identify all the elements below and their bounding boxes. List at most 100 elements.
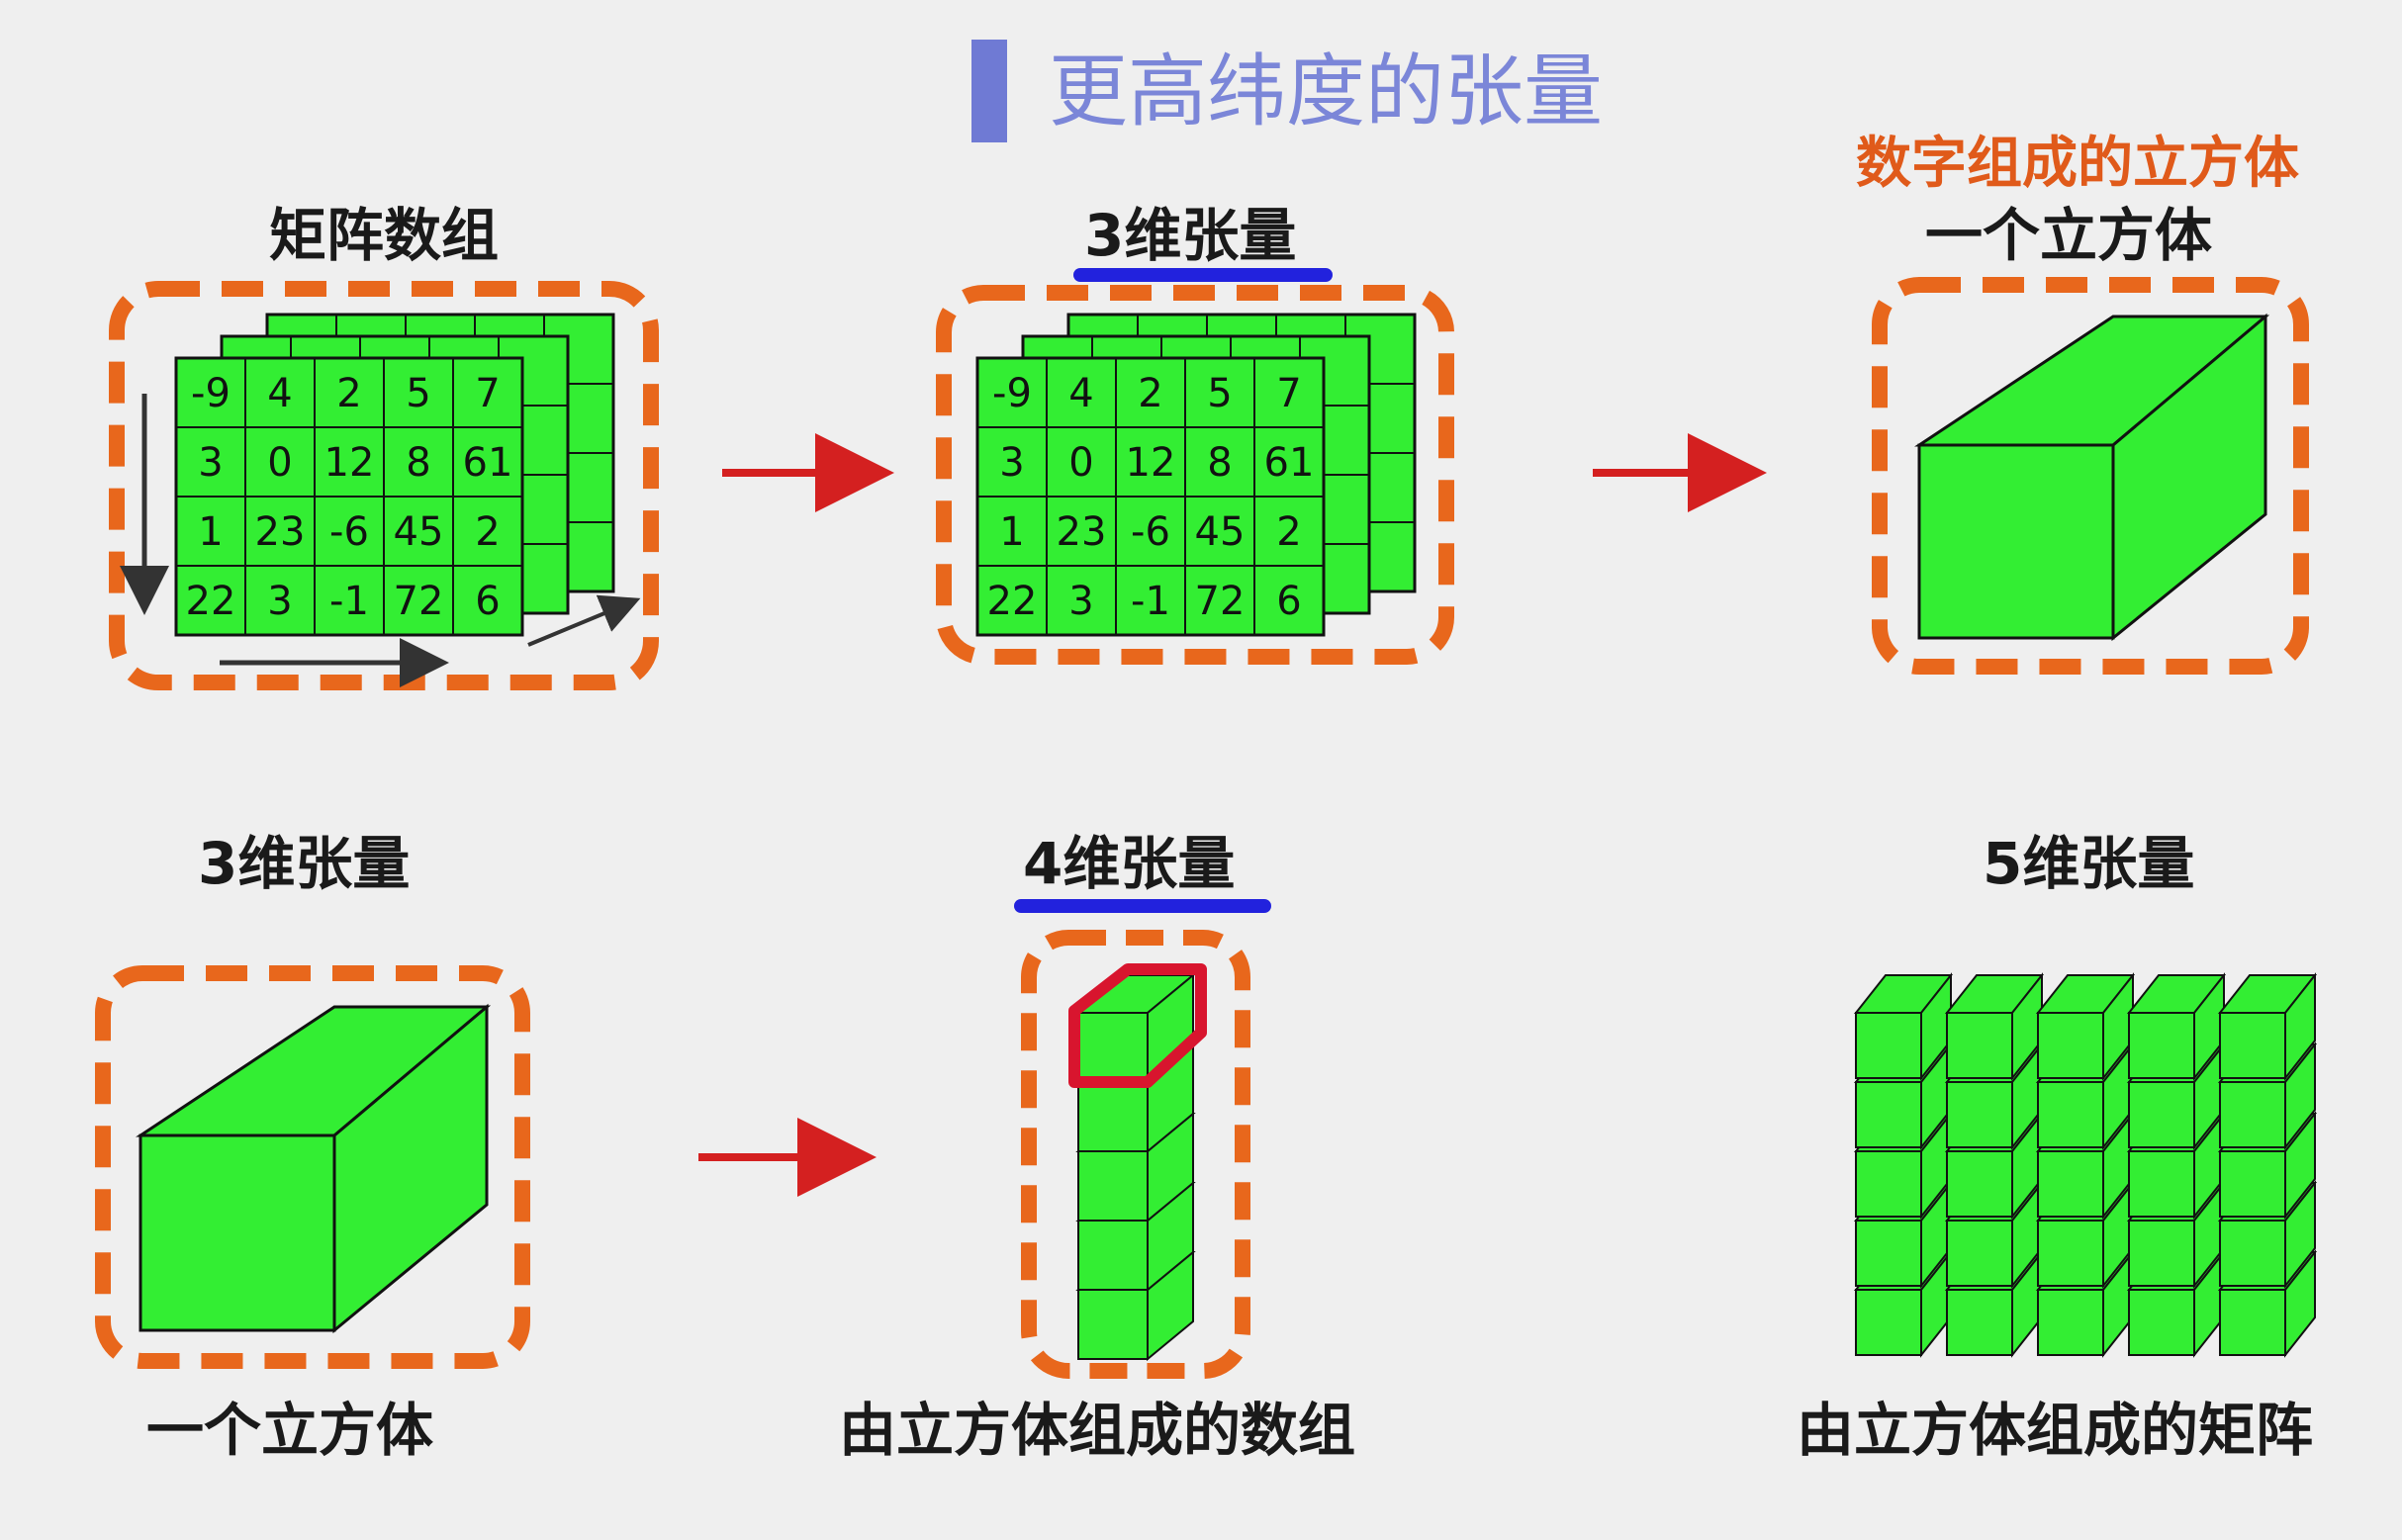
cube-front: [2128, 1289, 2195, 1356]
matrix-value: 1: [999, 509, 1024, 555]
tensor4-column: [1021, 930, 1250, 1379]
tensor4-dashed-frame: [1021, 930, 1250, 1379]
cube-front: [1077, 1012, 1149, 1083]
cube-front: [1855, 1081, 1922, 1148]
matrix-cube: [1944, 972, 2045, 1081]
matrix-value: 0: [267, 440, 292, 486]
matrix-cube: [2035, 972, 2136, 1081]
page-title: 更高纬度的张量: [1049, 45, 1603, 137]
tensor3-label-bottom: 3维张量: [198, 830, 410, 897]
matrix-value: 7: [1276, 371, 1301, 416]
tensor4-caption: 由立方体组成的数组: [839, 1397, 1355, 1464]
cube-column: [2217, 972, 2318, 1358]
matrix-value: 22: [186, 579, 236, 624]
matrix-value: 3: [198, 440, 223, 486]
matrix-value: 12: [324, 440, 375, 486]
cube-front: [2128, 1012, 2195, 1079]
depth-axis-arrow: [527, 594, 641, 647]
matrix-value: 72: [394, 579, 444, 624]
cube-front: [2128, 1220, 2195, 1287]
matrix-value: 4: [1068, 371, 1093, 416]
matrix-value: 61: [1264, 440, 1315, 486]
cube-front: [2037, 1012, 2104, 1079]
tensor3-label-top: 3维张量: [1084, 202, 1296, 269]
matrix-value: 8: [406, 440, 430, 486]
matrix-value: 2: [336, 371, 361, 416]
selected-cube-highlight: [1068, 963, 1207, 1088]
matrix-value: -1: [1131, 579, 1170, 624]
cube-front: [1077, 1289, 1149, 1360]
matrix-cell: [1253, 565, 1325, 636]
cube-front: [2037, 1150, 2104, 1218]
cube-column: [2126, 972, 2227, 1358]
cube-top: [1872, 277, 2309, 675]
cube-front-face: [1917, 443, 2115, 640]
cube-front: [2219, 1289, 2286, 1356]
cube-front: [1946, 1081, 2013, 1148]
cube-column: [2035, 972, 2136, 1358]
matrix-value: 2: [475, 509, 500, 555]
matrix-value: 3: [267, 579, 292, 624]
matrix-value: 8: [1207, 440, 1232, 486]
matrix-value: -9: [992, 371, 1032, 416]
cube-bottom-front-face: [139, 1133, 336, 1332]
cube-front: [2037, 1220, 2104, 1287]
cube-front: [1855, 1012, 1922, 1079]
matrix-value: 0: [1068, 440, 1093, 486]
tensor4-label: 4维张量: [1023, 830, 1235, 897]
matrix-value: 2: [1138, 371, 1162, 416]
tensor5-cube-matrix: [1853, 972, 2318, 1358]
cube-front: [2128, 1081, 2195, 1148]
matrix-value: 5: [1207, 371, 1232, 416]
matrix-value: 4: [267, 371, 292, 416]
cube-front: [2037, 1081, 2104, 1148]
cube-front: [1946, 1289, 2013, 1356]
matrix-cell: [452, 565, 523, 636]
cube-caption-bottom: 一个立方体: [146, 1397, 433, 1464]
cube-front: [2219, 1150, 2286, 1218]
matrix-value: 45: [1195, 509, 1246, 555]
cube-front: [1855, 1220, 1922, 1287]
matrix-value: 1: [198, 509, 223, 555]
matrix-value: 45: [394, 509, 444, 555]
cube-front: [2037, 1289, 2104, 1356]
matrix-value: -9: [191, 371, 231, 416]
cube-front: [1946, 1220, 2013, 1287]
matrix-value: 6: [1276, 579, 1301, 624]
matrix-value: 3: [1068, 579, 1093, 624]
matrix-value: 22: [987, 579, 1038, 624]
cube-column: [1853, 972, 1954, 1358]
matrix-value: 61: [463, 440, 513, 486]
matrix-value: 5: [406, 371, 430, 416]
cube-front: [1946, 1150, 2013, 1218]
tensor3-dashed-frame: [936, 285, 1454, 665]
matrix-cube: [2126, 972, 2227, 1081]
cube-label-top: 一个立方体: [1925, 202, 2212, 269]
matrix-value: 23: [1057, 509, 1107, 555]
matrix-value: 23: [255, 509, 306, 555]
matrix-value: 72: [1195, 579, 1246, 624]
matrix-value: -6: [1131, 509, 1170, 555]
matrix-cube: [1853, 972, 1954, 1081]
cube-front: [2219, 1081, 2286, 1148]
cube-orange-caption: 数字组成的立方体: [1856, 132, 2299, 196]
cube-front: [1077, 1150, 1149, 1222]
tensor5-caption: 由立方体组成的矩阵: [1797, 1397, 2313, 1464]
cube-column: [1075, 972, 1196, 1362]
matrix-cube: [1944, 1180, 2045, 1289]
title-accent-bar: [971, 40, 1007, 142]
matrix-value: 7: [475, 371, 500, 416]
cube-front: [2128, 1150, 2195, 1218]
matrix-value: 6: [475, 579, 500, 624]
matrix-value: 2: [1276, 509, 1301, 555]
cube-front: [1855, 1289, 1922, 1356]
tensor5-label: 5维张量: [1983, 830, 2194, 897]
cube-bottom-dashed-frame: [95, 965, 530, 1369]
